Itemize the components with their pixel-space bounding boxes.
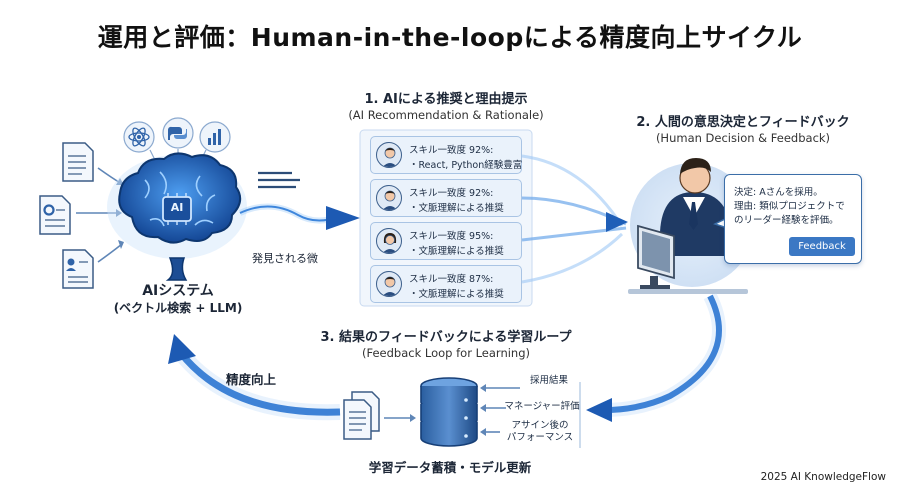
match-reason: ・文脈理解による推奨	[409, 246, 504, 257]
match-reason: ・React, Python経験豊富	[409, 160, 523, 171]
python-icon	[162, 117, 194, 149]
avatar	[376, 228, 402, 254]
input-performance-line2: パフォーマンス	[506, 431, 574, 443]
avatar	[376, 271, 402, 297]
step2-heading: 2. 人間の意思決定とフィードバック (Human Decision & Fee…	[612, 115, 874, 146]
footer: 2025 AI KnowledgeFlow	[760, 471, 886, 483]
flow-label: 発見される微	[252, 252, 318, 265]
input-manager-review: マネージャー評価	[504, 401, 580, 412]
step1-sub: (AI Recommendation & Rationale)	[348, 108, 544, 123]
recommendation-card[interactable]: スキル一致度 92%: ・文脈理解による推奨	[370, 179, 522, 217]
avatar	[376, 185, 402, 211]
decision-bubble: 決定: Aさんを採用。 理由: 類似プロジェクトで のリーダー経験を評価。 Fe…	[724, 174, 862, 264]
react-icon	[123, 121, 155, 153]
ai-system-title: AIシステム	[142, 283, 214, 299]
avatar	[376, 142, 402, 168]
decision-line: 決定: Aさんを採用。	[734, 187, 823, 198]
step1-heading: 1. AIによる推奨と理由提示 (AI Recommendation & Rat…	[320, 92, 572, 123]
match-score: スキル一致度 87%:	[409, 274, 494, 285]
database-icon	[420, 377, 478, 447]
step3-sub: (Feedback Loop for Learning)	[361, 346, 531, 361]
step3-title: 3. 結果のフィードバックによる学習ループ	[320, 330, 572, 345]
reason-line-2: のリーダー経験を評価。	[734, 215, 839, 226]
ai-system-sub: (ベクトル検索 + LLM)	[113, 300, 243, 315]
recommendation-card[interactable]: スキル一致度 87%: ・文脈理解による推奨	[370, 265, 522, 303]
ai-system-label: AIシステム (ベクトル検索 + LLM)	[88, 283, 268, 316]
ai-chip-label: AI	[170, 201, 184, 214]
document-icon	[62, 142, 94, 182]
match-score: スキル一致度 92%:	[409, 188, 494, 199]
profile-document-icon	[62, 249, 94, 289]
accuracy-label: 精度向上	[226, 372, 277, 387]
match-score: スキル一致度 95%:	[409, 231, 494, 242]
input-performance-line1: アサイン後の	[511, 420, 569, 431]
input-performance: アサイン後の パフォーマンス	[500, 420, 580, 444]
person-icon	[660, 158, 732, 256]
settings-document-icon	[39, 195, 71, 235]
input-hiring-result: 採用結果	[529, 375, 568, 386]
learning-document-icon	[343, 391, 380, 440]
recommendation-card[interactable]: スキル一致度 95%: ・文脈理解による推奨	[370, 222, 522, 260]
step3-heading: 3. 結果のフィードバックによる学習ループ (Feedback Loop for…	[296, 330, 596, 361]
feedback-button[interactable]: Feedback	[789, 237, 855, 256]
match-reason: ・文脈理解による推奨	[409, 289, 504, 300]
brain-icon	[107, 152, 247, 281]
step2-title: 2. 人間の意思決定とフィードバック	[636, 115, 850, 130]
page-title: 運用と評価：Human-in-the-loopによる精度向上サイクル	[97, 23, 803, 52]
reason-line: 理由: 類似プロジェクトで	[734, 201, 845, 212]
rationale-text-icon	[258, 171, 300, 189]
data-label: 学習データ蓄積・モデル更新	[368, 460, 532, 475]
match-reason: ・文脈理解による推奨	[409, 203, 504, 214]
step2-sub: (Human Decision & Feedback)	[655, 131, 831, 146]
step1-title: 1. AIによる推奨と理由提示	[364, 92, 528, 107]
match-score: スキル一致度 92%:	[409, 145, 494, 156]
recommendation-card[interactable]: スキル一致度 92%: ・React, Python経験豊富	[370, 136, 522, 174]
chart-icon	[199, 121, 231, 153]
monitor-icon	[628, 224, 748, 294]
